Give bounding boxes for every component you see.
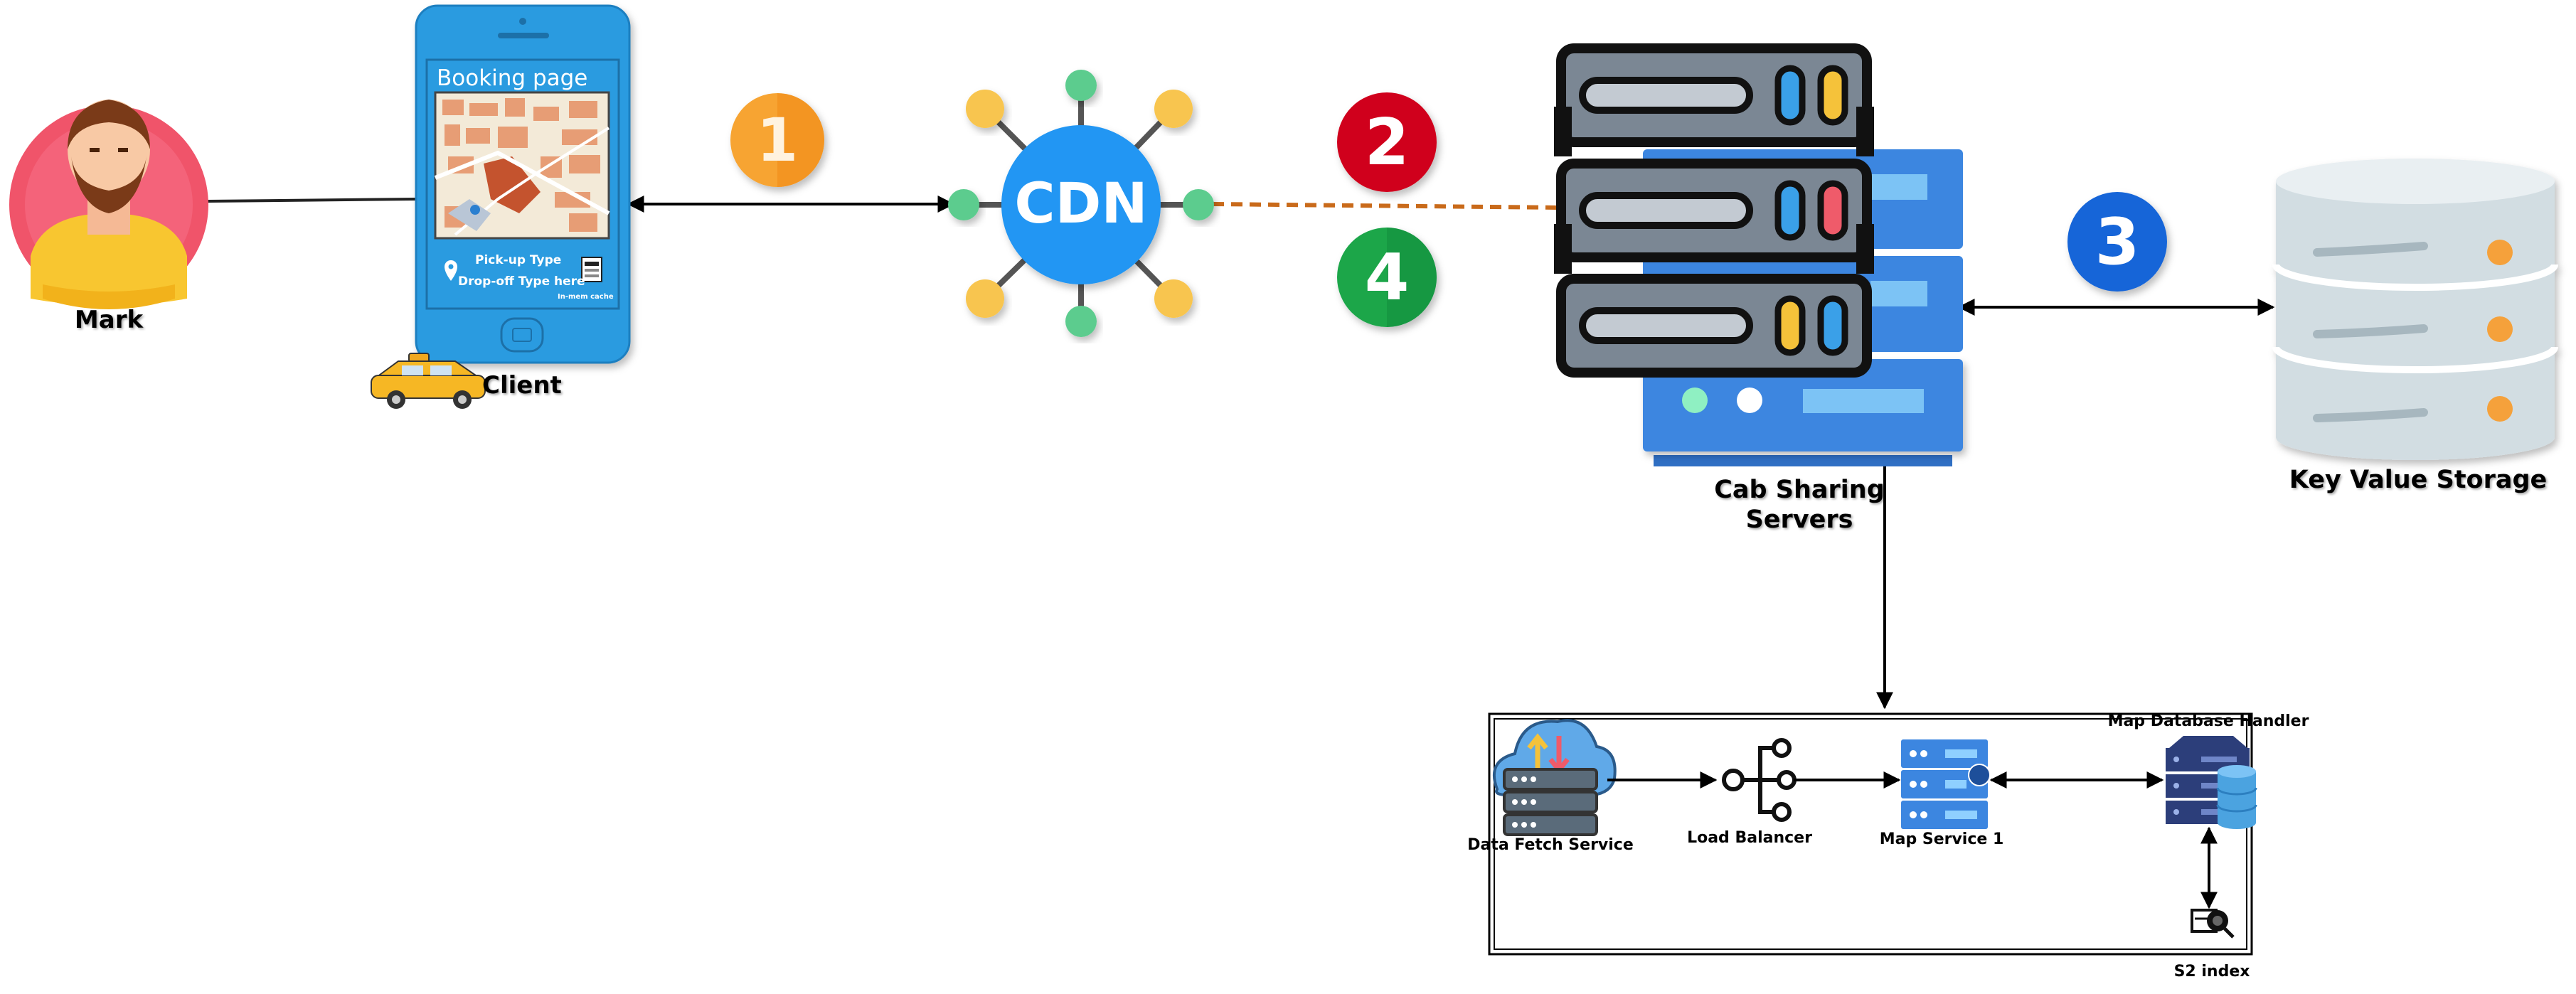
data-fetch-service-icon (1493, 719, 1617, 836)
map-db-handler-label: Map Database Handler (2107, 712, 2309, 730)
cab-sharing-servers-icon (1554, 43, 1963, 466)
storage-label: Key Value Storage (2289, 466, 2548, 494)
taxi-icon (371, 353, 486, 409)
mark-to-client-line (207, 198, 417, 203)
svg-text:1: 1 (757, 105, 798, 175)
map-database-handler-icon (2166, 736, 2257, 829)
svg-text:4: 4 (1365, 240, 1410, 315)
mark-avatar (9, 100, 208, 309)
cdn-node-icon: CDN (948, 70, 1214, 337)
map-service-icon (1901, 739, 1991, 829)
step-3-badge: 3 (2067, 192, 2167, 292)
mark-label: Mark (74, 306, 144, 334)
load-balancer-icon (1722, 738, 1797, 822)
data-fetch-service-label: Data Fetch Service (1467, 836, 1634, 854)
step-2-badge: 2 (1337, 92, 1437, 192)
map-subsystem-box (1488, 712, 2253, 956)
s2-index-icon (2191, 909, 2235, 939)
client-label: Client (482, 371, 562, 400)
servers-label: Cab Sharing Servers (1693, 475, 1906, 535)
step-1-badge: 1 (730, 93, 824, 187)
client-screen-title: Booking page (437, 65, 588, 91)
servers-label-line2: Servers (1745, 506, 1853, 534)
s2-index-label: S2 index (2173, 963, 2250, 980)
step-4-badge: 4 (1337, 228, 1437, 327)
client-phone (415, 4, 631, 364)
key-value-storage-icon (2272, 159, 2558, 460)
cdn-label: CDN (1014, 172, 1147, 236)
pickup-field[interactable]: Pick-up Type (475, 253, 562, 267)
svg-text:2: 2 (1365, 105, 1410, 180)
load-balancer-label: Load Balancer (1687, 829, 1812, 847)
cache-label: In-mem cache (558, 293, 614, 301)
map-service-label: Map Service 1 (1879, 830, 2004, 848)
servers-label-line1: Cab Sharing (1714, 476, 1885, 504)
dropoff-field[interactable]: Drop-off Type here (458, 274, 585, 289)
svg-text:3: 3 (2095, 205, 2140, 279)
cdn-servers-dashed-line (1212, 202, 1562, 210)
